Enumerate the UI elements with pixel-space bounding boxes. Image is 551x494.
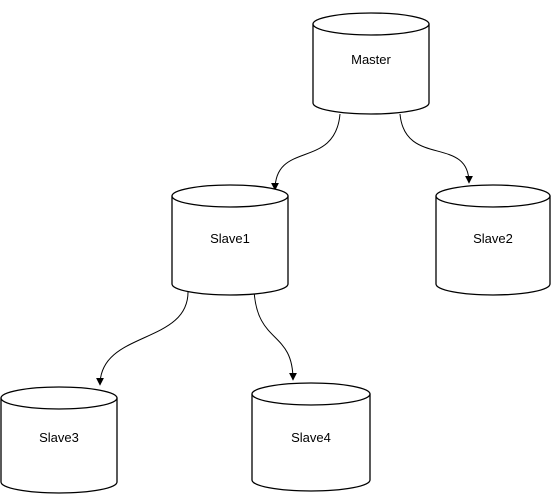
database-cylinder-icon — [251, 394, 371, 492]
node-label-master: Master — [351, 52, 391, 67]
database-cylinder-top — [0, 386, 118, 410]
node-slave1[interactable]: Slave1 — [171, 184, 289, 296]
database-cylinder-icon — [0, 398, 118, 494]
node-label-slave4: Slave4 — [291, 430, 331, 445]
database-cylinder-icon — [171, 196, 289, 296]
node-label-slave3: Slave3 — [39, 430, 79, 445]
edge-master-to-slave1 — [271, 113, 341, 191]
edge-slave1-to-slave3 — [96, 289, 189, 386]
database-cylinder-top — [312, 12, 430, 36]
database-cylinder-icon — [312, 24, 430, 115]
node-label-slave2: Slave2 — [473, 231, 513, 246]
database-cylinder-top — [435, 184, 551, 208]
database-cylinder-top — [171, 184, 289, 208]
edges — [96, 113, 473, 386]
database-cylinder-top — [251, 382, 371, 406]
node-slave4[interactable]: Slave4 — [251, 382, 371, 492]
edge-slave1-to-slave4 — [253, 289, 297, 381]
database-cylinder-icon — [435, 196, 551, 296]
node-master[interactable]: Master — [312, 12, 430, 115]
node-slave2[interactable]: Slave2 — [435, 184, 551, 296]
node-slave3[interactable]: Slave3 — [0, 386, 118, 494]
edge-master-to-slave2 — [399, 113, 473, 184]
node-label-slave1: Slave1 — [210, 231, 250, 246]
